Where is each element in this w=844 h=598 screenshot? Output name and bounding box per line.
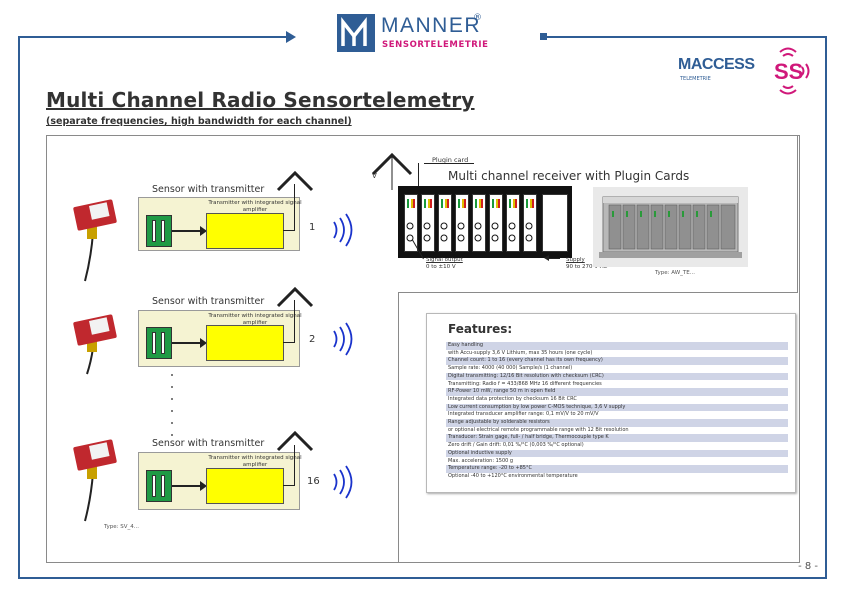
transmitter-block (206, 213, 284, 249)
arrow-right-icon (286, 31, 296, 43)
transmitter-label: Transmitter with integrated signal ampli… (208, 313, 302, 326)
frame-bottom (18, 577, 827, 579)
sensor-title: Sensor with transmitter (152, 438, 265, 449)
sensor-device-image (65, 195, 125, 285)
signal-output-label: Signal output (426, 257, 463, 263)
antenna-icon (276, 170, 314, 196)
receiver-panel-border-right (797, 135, 798, 293)
feature-row: Optional inductive supply (446, 449, 788, 458)
feature-row: Transmitting: Radio f = 433/868 MHz 16 d… (448, 380, 602, 387)
feature-row: Easy handling (446, 342, 788, 350)
arrow-head-icon (200, 338, 207, 348)
receiver-rack (398, 186, 572, 258)
brand-name: MANNER (381, 14, 482, 37)
page-subtitle: (separate frequencies, high bandwidth fo… (46, 116, 352, 127)
sensor-symbol-green (146, 215, 172, 247)
sensor-title: Sensor with transmitter (152, 296, 265, 307)
receiver-panel-border-left (398, 292, 399, 562)
transmitter-block (206, 325, 284, 361)
brand-sub: SENSORTELEMETRIE (382, 40, 489, 50)
plugin-card-label: Plugin card (432, 156, 469, 164)
manner-mark-icon (337, 14, 375, 52)
arrow-head-icon (200, 481, 207, 491)
signal-output-range: 0 to ±10 V (426, 264, 456, 270)
feature-row: Max. acceleration: 1500 g (448, 457, 514, 464)
header-line-left (18, 36, 286, 38)
antenna-mast (294, 184, 295, 231)
receiver-title: Multi channel receiver with Plugin Cards (448, 169, 690, 183)
feature-row: Digital transmitting: 12/16 Bit resoluti… (446, 372, 788, 381)
maccess-sub: TELEMETRIE (680, 76, 711, 82)
frame-right (825, 36, 827, 579)
antenna-line (283, 230, 295, 231)
maccess-wordmark: MACCESS (678, 56, 755, 73)
wireless-icon: SS (756, 42, 816, 100)
sensor-device-image (65, 435, 125, 525)
brand-registered: ® (473, 13, 482, 23)
signal-arrow-icon (172, 342, 202, 344)
antenna-line (283, 485, 295, 486)
receiver-antenna-icon (371, 152, 415, 196)
feature-row: Low current consumption by low power C-M… (446, 403, 788, 412)
header-line-right (547, 36, 827, 38)
card-leds (406, 199, 534, 242)
sensor-symbol-green (146, 470, 172, 502)
signal-arrow-icon (172, 485, 202, 487)
channel-number: 1 (309, 222, 316, 233)
antenna-mast (294, 445, 295, 486)
channel-number: 2 (309, 334, 316, 345)
antenna-mast (294, 300, 295, 343)
radio-waves-icon (330, 213, 354, 251)
feature-row: with Accu-supply 3,6 V Lithium, max 35 h… (448, 349, 593, 356)
supply-arrow-icon (548, 258, 560, 259)
feature-row: or optional electrical remote programmab… (448, 426, 629, 433)
feature-row: Channel count: 1 to 16 (every channel ha… (446, 357, 788, 366)
antenna-line (283, 342, 295, 343)
feature-row: Range adjustable by solderable resistors (446, 419, 788, 427)
supply-range: 90 to 270 V AC (566, 264, 608, 270)
feature-row: Integrated transducer amplifier range: 0… (448, 411, 599, 418)
maccess-logo: MACCESS TELEMETRIE SS (674, 42, 824, 102)
header-square (540, 33, 547, 40)
v-label: V (372, 172, 377, 180)
frame-left (18, 36, 20, 579)
features-title: Features: (448, 322, 513, 336)
feature-row: Transducer: Strain gage, full- / half br… (446, 434, 788, 443)
page-title: Multi Channel Radio Sensortelemetry (46, 88, 475, 112)
antenna-icon (276, 286, 314, 312)
feature-row: RF-Power 10 mW, range 50 m in open field (446, 388, 788, 396)
radio-waves-icon (330, 465, 354, 503)
receiver-photo (593, 187, 748, 267)
antenna-icon (276, 430, 314, 456)
transmitter-block (206, 468, 284, 504)
arrow-head-icon (200, 226, 207, 236)
channel-number: 16 (307, 476, 320, 487)
page-number: - 8 - (798, 561, 818, 572)
sensor-symbol-green (146, 327, 172, 359)
signal-arrow-icon (172, 230, 202, 232)
sensor-type: Type: SV_4... (104, 524, 139, 530)
feature-row: Sample rate: 4000 (40 000) Sample/s (1 c… (448, 365, 573, 372)
svg-text:SS: SS (774, 59, 803, 84)
feature-row: Zero drift / Gain drift: 0,01 %/°C (0,00… (448, 442, 584, 449)
receiver-panel-border (398, 292, 798, 293)
transmitter-label: Transmitter with integrated signal ampli… (208, 200, 302, 213)
feature-row: Optional -40 to +120°C environmental tem… (448, 472, 578, 479)
plugin-card-pointer (424, 163, 474, 164)
receiver-type: Type: AW_TE... (655, 270, 695, 276)
manner-logo: MANNER ® SENSORTELEMETRIE (333, 10, 533, 54)
transmitter-label: Transmitter with integrated signal ampli… (208, 455, 302, 468)
supply-arrow-head (544, 255, 549, 261)
feature-row: Temperature range: -20 to +85°C (446, 465, 788, 473)
ellipsis-dots (170, 372, 174, 442)
feature-row: Integrated data protection by checksum 1… (448, 395, 577, 402)
radio-waves-icon (330, 322, 354, 360)
supply-label: Supply (566, 257, 585, 263)
sensor-device-image (65, 310, 125, 375)
sensor-title: Sensor with transmitter (152, 184, 265, 195)
plugin-card-pointer-diag (418, 163, 419, 187)
power-card (542, 194, 568, 252)
